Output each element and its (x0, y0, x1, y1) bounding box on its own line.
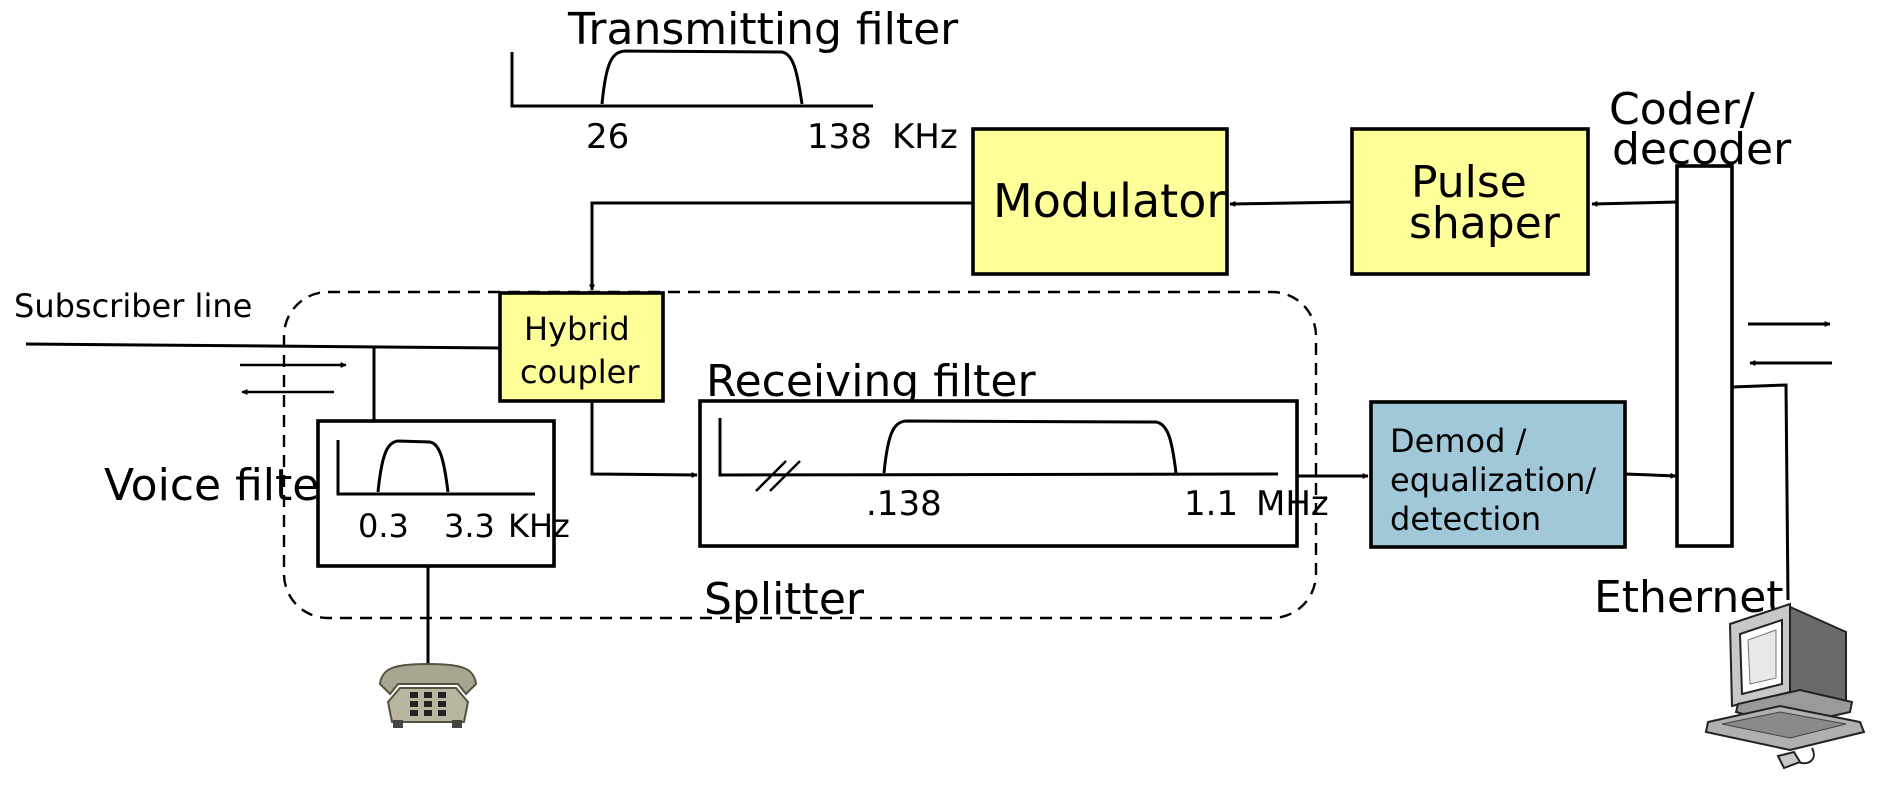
modulator-label: Modulator (993, 174, 1225, 228)
demod-label-1: Demod / (1390, 422, 1527, 460)
modulator-to-hybrid-arrow (589, 201, 973, 291)
tx-low-label: 26 (586, 117, 629, 157)
splitter-boundary (282, 290, 1318, 620)
pulse-shaper-box (1350, 127, 1590, 276)
voice-high-label: 3.3 (444, 507, 495, 545)
demod-box (1369, 400, 1627, 549)
rx-unit-label: MHz (1256, 484, 1329, 524)
voice-filter-label: Voice filter (104, 460, 338, 511)
transmitting-filter-graph: Transmitting filter 26 138 KHz (510, 4, 959, 157)
modulator-box (971, 127, 1229, 276)
coder-decoder-block: Coder/ decoder (1609, 84, 1792, 548)
rx-high-label: 1.1 (1184, 484, 1238, 524)
coder-decoder-box (1675, 164, 1734, 548)
computer-icon (1704, 602, 1866, 770)
pulse-shaper-label-1: Pulse (1411, 157, 1527, 208)
hybrid-label-2: coupler (520, 353, 640, 391)
pulse-to-modulator-arrow (1229, 200, 1353, 207)
demod-to-coder-arrow (1624, 472, 1677, 479)
transmitting-filter-title: Transmitting filter (567, 4, 959, 55)
coder-to-computer-line (1731, 383, 1790, 601)
telephone-icon (378, 662, 478, 728)
pulse-shaper-block: Pulse shaper (1350, 127, 1590, 276)
subscriber-line (25, 342, 501, 350)
tx-unit-label: KHz (892, 117, 958, 157)
rx-low-label: .138 (866, 484, 942, 524)
receiving-filter-block: Receiving filter .138 1.1 MHz (698, 356, 1329, 548)
coder-label-1: Coder/ (1609, 84, 1755, 135)
subscriber-line-label: Subscriber line (14, 287, 252, 325)
hybrid-label-1: Hybrid (524, 310, 630, 348)
splitter-label: Splitter (704, 574, 865, 625)
hybrid-coupler-box (498, 291, 665, 403)
tx-high-label: 138 (807, 117, 872, 157)
voice-low-label: 0.3 (358, 507, 409, 545)
ethernet-label: Ethernet (1594, 572, 1784, 623)
voice-filter-block: Voice filter 0.3 3.3 KHz (104, 419, 570, 568)
demod-label-3: detection (1390, 500, 1541, 538)
voice-unit-label: KHz (508, 507, 570, 545)
receiving-filter-title: Receiving filter (706, 356, 1036, 407)
demod-label-2: equalization/ (1390, 461, 1596, 499)
hybrid-to-rx-filter-arrow (590, 401, 698, 478)
hybrid-coupler-block: Hybrid coupler (498, 291, 665, 403)
demod-block: Demod / equalization/ detection (1369, 400, 1627, 549)
modulator-block: Modulator (971, 127, 1229, 276)
pulse-shaper-label-2: shaper (1409, 198, 1561, 249)
coder-to-pulse-arrow (1591, 200, 1678, 207)
